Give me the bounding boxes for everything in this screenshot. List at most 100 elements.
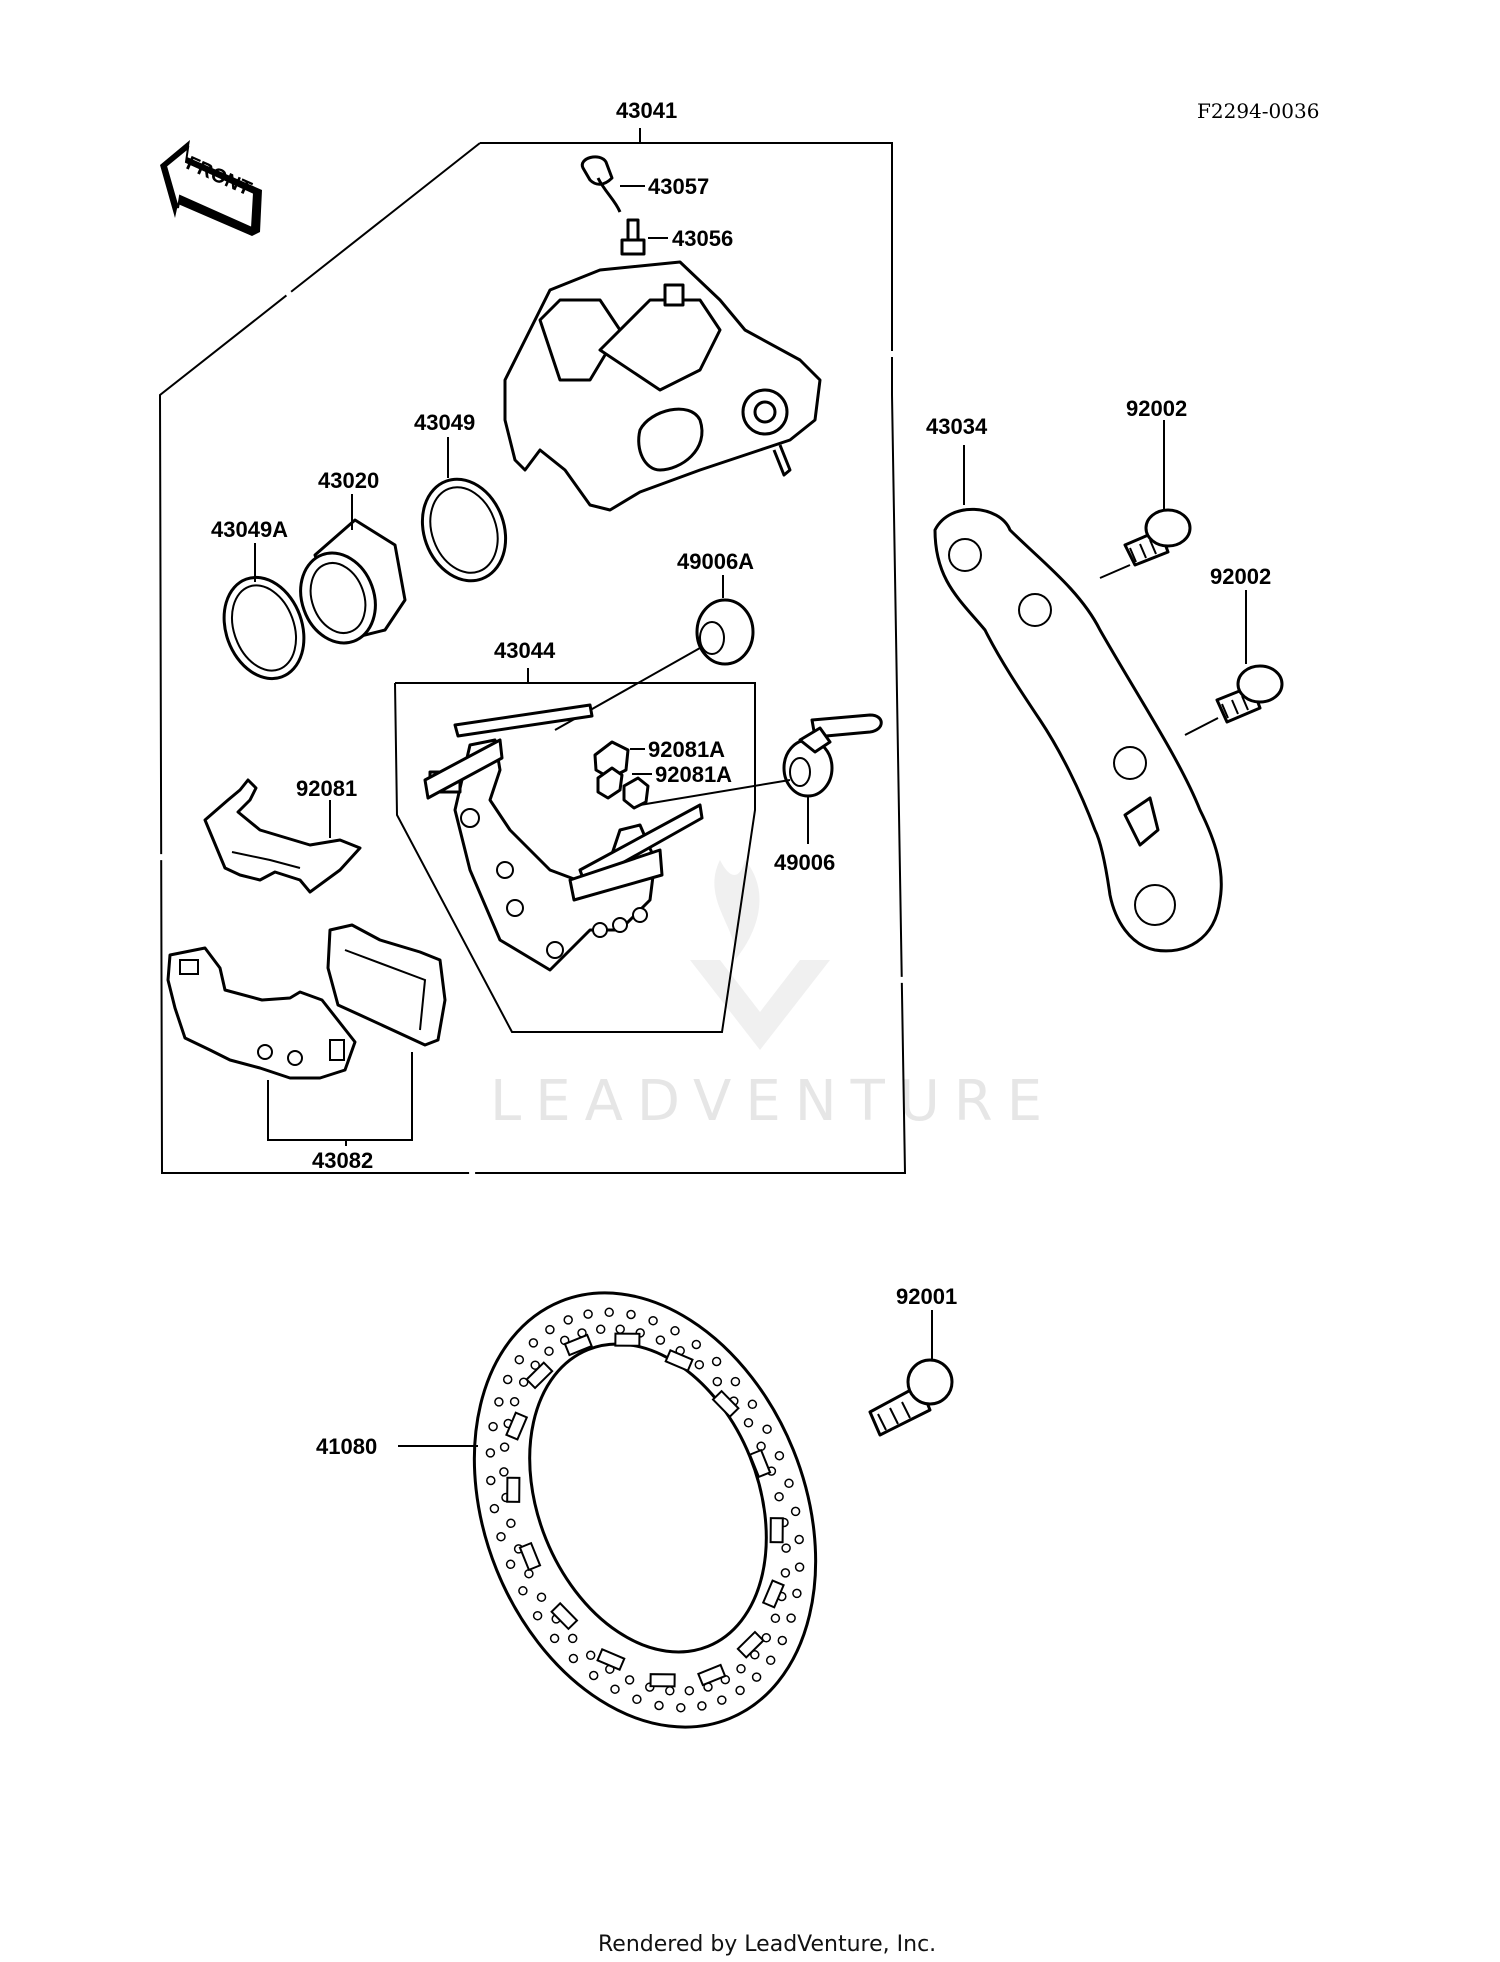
brake-pads	[166, 923, 447, 1080]
disc-slot	[664, 1348, 694, 1373]
disc-slot	[748, 1448, 772, 1479]
disc-slot	[711, 1389, 740, 1419]
front-arrow-icon: FRONT	[160, 140, 262, 236]
piston	[299, 518, 407, 645]
disc-holes	[485, 1307, 805, 1713]
disc-hole	[610, 1684, 620, 1694]
bracket-assembly-outline	[394, 682, 756, 1033]
label-92081A-1: 92081A	[648, 737, 725, 762]
disc-hole	[694, 1359, 705, 1370]
disc-hole	[712, 1376, 723, 1387]
label-43044: 43044	[494, 638, 556, 663]
disc-slot	[505, 1411, 529, 1441]
disc-hole	[684, 1685, 695, 1696]
dust-seal	[222, 575, 306, 681]
piston-seal	[420, 477, 508, 583]
disc-hole	[488, 1421, 498, 1432]
boot-upper	[695, 598, 755, 666]
disc-hole	[549, 1633, 560, 1644]
disc-hole	[563, 1315, 573, 1325]
label-43056: 43056	[672, 226, 733, 251]
disc-hole	[762, 1424, 772, 1434]
label-43049: 43049	[414, 410, 475, 435]
disc-hole	[615, 1324, 625, 1334]
disc-hole	[697, 1701, 707, 1711]
disc-hole	[624, 1675, 635, 1685]
diagram-code: F2294-0036	[1197, 99, 1319, 123]
disc-slot	[649, 1673, 676, 1688]
disc-slot	[761, 1579, 785, 1609]
pad-spring	[203, 778, 362, 894]
disc-hole	[751, 1672, 762, 1682]
disc-hole	[735, 1685, 745, 1696]
disc-slot	[736, 1630, 765, 1659]
disc-hole	[514, 1354, 525, 1365]
disc-hole	[794, 1562, 805, 1572]
label-43020: 43020	[318, 468, 379, 493]
caliper-bracket	[423, 703, 704, 972]
disc-hole	[567, 1633, 578, 1644]
disc-slot	[563, 1333, 593, 1357]
label-43082: 43082	[312, 1148, 373, 1173]
disc-hole	[505, 1559, 516, 1570]
disc-hole	[648, 1315, 658, 1326]
disc-mounting-bolt	[868, 1358, 954, 1437]
disc-hole	[665, 1686, 675, 1696]
disc-hole	[544, 1346, 554, 1356]
torque-link-bolt-lower	[1215, 664, 1284, 724]
disc-hole	[528, 1338, 539, 1348]
disc-hole	[743, 1418, 754, 1428]
label-92081A-2: 92081A	[655, 762, 732, 787]
disc-hole	[532, 1610, 543, 1621]
label-43041: 43041	[616, 98, 677, 123]
disc-slot	[518, 1541, 542, 1572]
disc-hole	[691, 1339, 702, 1350]
label-92081: 92081	[296, 776, 357, 801]
watermark: LEADVENTURE	[490, 1069, 1056, 1134]
label-41080: 41080	[316, 1434, 377, 1459]
disc-slot	[697, 1663, 727, 1687]
bleeder-valve	[620, 218, 646, 256]
disc-hole	[770, 1613, 781, 1624]
disc-slot	[506, 1476, 521, 1503]
disc-hole	[585, 1650, 596, 1661]
slide-pin-and-boot	[782, 713, 883, 798]
disc-hole	[676, 1702, 686, 1713]
label-92002-1: 92002	[1126, 396, 1187, 421]
label-43057: 43057	[648, 174, 709, 199]
disc-hole	[774, 1450, 785, 1461]
bleeder-cap	[580, 155, 622, 213]
disc-hole	[792, 1588, 802, 1599]
disc-hole	[736, 1664, 746, 1674]
disc-hole	[750, 1650, 760, 1660]
disc-hole	[761, 1633, 772, 1643]
disc-hole	[536, 1592, 547, 1602]
disc-hole	[730, 1376, 741, 1387]
disc-hole	[780, 1568, 791, 1578]
disc-hole	[518, 1586, 528, 1596]
disc-hole	[777, 1635, 788, 1646]
disc-hole	[494, 1397, 504, 1407]
disc-hole	[506, 1518, 516, 1529]
brake-disc	[472, 1291, 818, 1729]
disc-hole	[632, 1694, 642, 1705]
disc-slot	[525, 1361, 554, 1390]
disc-hole	[530, 1360, 540, 1370]
disc-hole	[499, 1467, 509, 1477]
pad-spring-clips	[593, 740, 650, 810]
disc-hole	[784, 1478, 794, 1489]
disc-hole	[595, 1324, 606, 1335]
label-92002-2: 92002	[1210, 564, 1271, 589]
disc-slot	[614, 1332, 641, 1347]
disc-hole	[518, 1377, 529, 1387]
torque-link-bolt-upper	[1123, 508, 1192, 567]
disc-slot	[550, 1601, 579, 1631]
disc-hole	[786, 1613, 796, 1623]
label-49006: 49006	[774, 850, 835, 875]
disc-hole	[717, 1695, 727, 1705]
disc-hole	[711, 1356, 722, 1367]
disc-hole	[604, 1307, 614, 1318]
disc-hole	[626, 1309, 636, 1320]
label-43049A: 43049A	[211, 517, 288, 542]
disc-slot	[596, 1647, 626, 1672]
